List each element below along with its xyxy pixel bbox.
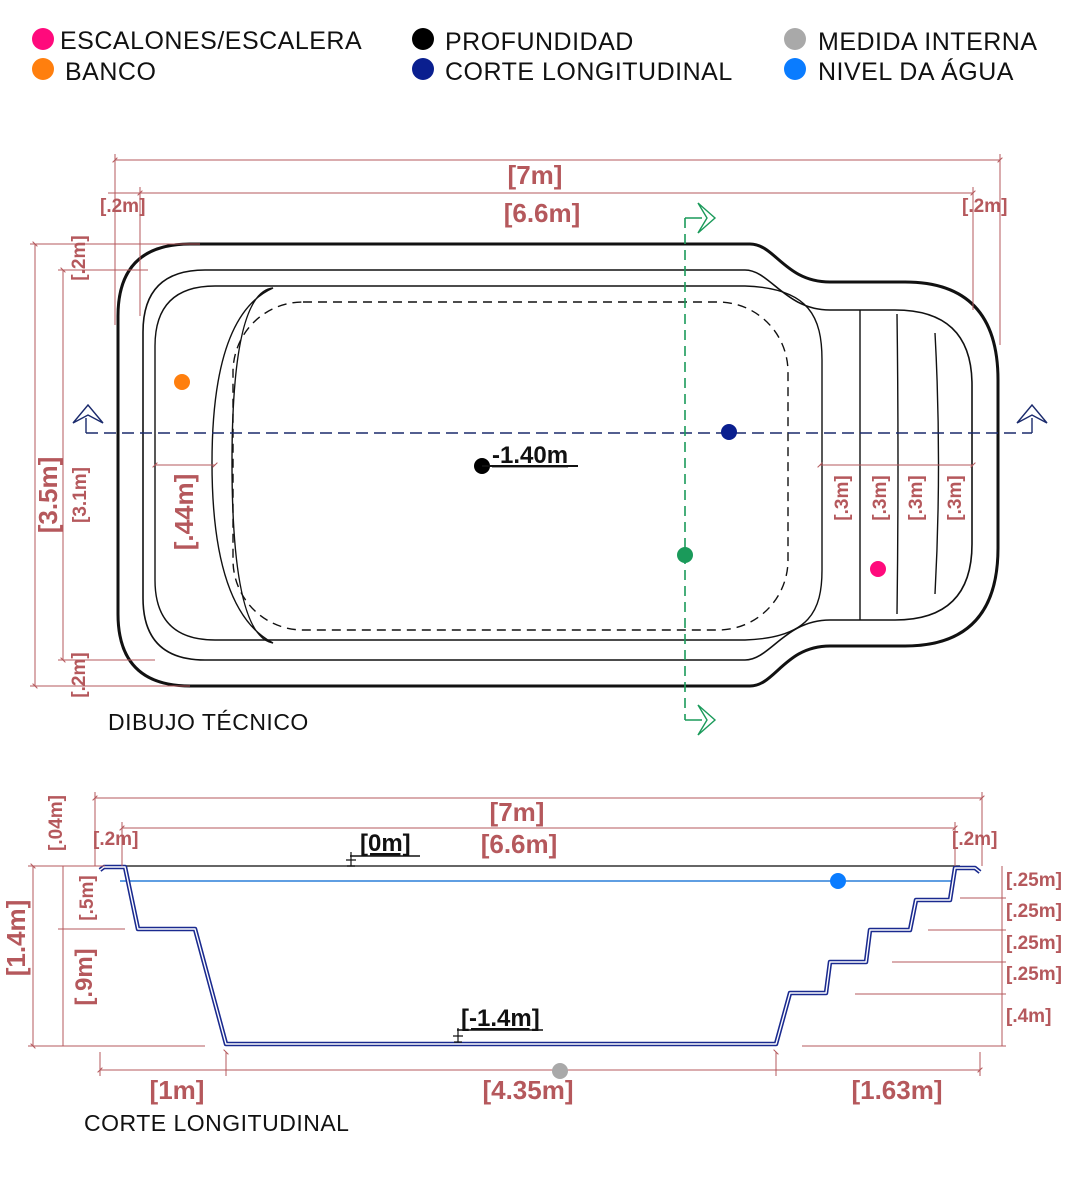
plan-dim-edge-top: [.2m] <box>69 235 90 280</box>
plan-dim-edge-right: [.2m] <box>962 196 1007 217</box>
plan-dim-internal-width: [3.1m] <box>70 467 91 523</box>
section-dim-total-depth: [1.4m] <box>1 900 31 977</box>
legend-label-banco: BANCO <box>65 58 156 86</box>
legend-label-corte: CORTE LONGITUDINAL <box>445 58 733 86</box>
plan-dim-step-4: [.3m] <box>945 475 966 520</box>
step-line-3 <box>934 332 940 595</box>
plan-dim-total-length: [7m] <box>508 160 563 190</box>
plan-view: -1.40m [7m] [6.6m] [.2m] [.2m] [3.5m] [3… <box>30 154 1048 736</box>
legend-dot-medida <box>784 28 806 50</box>
plan-dim-internal-length: [6.6m] <box>504 198 581 228</box>
legend-dot-corte <box>412 58 434 80</box>
section-dim-step-h1: [.25m] <box>1006 870 1062 891</box>
level-marker-top <box>346 852 356 867</box>
legend-item-escalones: ESCALONES/ESCALERA <box>32 27 362 55</box>
pool-coping-outline <box>142 269 973 661</box>
pool-outer-outline <box>116 242 1000 688</box>
marker-medida-interna <box>552 1063 568 1079</box>
legend-label-escalones: ESCALONES/ESCALERA <box>60 27 362 55</box>
legend-label-profundidad: PROFUNDIDAD <box>445 28 634 56</box>
marker-corte <box>721 424 737 440</box>
level-marker-bottom <box>453 1028 463 1043</box>
section-dim-edge-right: [.2m] <box>952 829 997 850</box>
section-dim-floor: [4.35m] <box>482 1075 573 1105</box>
marker-nivel <box>830 873 846 889</box>
plan-dim-step-1: [.3m] <box>832 475 853 520</box>
plan-dim-edge-bottom: [.2m] <box>69 652 90 697</box>
step-line-2 <box>896 313 899 615</box>
marker-banco <box>174 374 190 390</box>
legend: ESCALONES/ESCALERA BANCO PROFUNDIDAD COR… <box>32 27 1038 86</box>
legend-dot-profundidad <box>412 28 434 50</box>
section-dim-internal-length: [6.6m] <box>481 829 558 859</box>
section-dim-right-steps: [1.63m] <box>851 1075 942 1105</box>
section-dim-step-h3: [.25m] <box>1006 933 1062 954</box>
section-arrow-top <box>697 202 717 234</box>
marker-escalones <box>870 561 886 577</box>
plan-dim-step-3: [.3m] <box>906 475 927 520</box>
section-level-bottom: [-1.4m] <box>461 1005 540 1032</box>
section-caption: CORTE LONGITUDINAL <box>84 1110 349 1136</box>
legend-dot-escalones <box>32 28 54 50</box>
legend-item-banco: BANCO <box>32 58 156 86</box>
legend-dot-banco <box>32 58 54 80</box>
section-dim-bench-depth: [.5m] <box>77 875 98 920</box>
section-level-top: [0m] <box>360 830 411 857</box>
legend-item-medida: MEDIDA INTERNA <box>784 28 1038 56</box>
pool-inner-outline <box>154 285 823 641</box>
section-dim-step-h5: [.4m] <box>1006 1006 1051 1027</box>
plan-caption: DIBUJO TÉCNICO <box>108 709 309 735</box>
legend-item-profundidad: PROFUNDIDAD <box>412 28 634 56</box>
section-dim-left-slope: [1m] <box>150 1075 205 1105</box>
plan-dim-total-width: [3.5m] <box>33 457 63 534</box>
section-pool-wall <box>98 864 982 1047</box>
plan-depth-label: -1.40m <box>492 442 568 469</box>
legend-label-medida: MEDIDA INTERNA <box>818 28 1038 56</box>
section-view: [0m] [-1.4m] [7m] [6.6m] [.2m] [.2m] [1.… <box>1 792 1062 1136</box>
legend-dot-nivel <box>784 58 806 80</box>
section-arrow-bottom <box>697 704 717 736</box>
section-dim-lower-depth: [.9m] <box>71 948 98 1005</box>
section-dim-step-h4: [.25m] <box>1006 964 1062 985</box>
deep-area-outline <box>232 301 789 631</box>
plan-dim-step-2: [.3m] <box>870 475 891 520</box>
marker-cross <box>677 547 693 563</box>
section-dim-edge-left: [.2m] <box>93 829 138 850</box>
bench-outline <box>211 287 274 644</box>
plan-dim-bench: [.44m] <box>169 474 199 551</box>
section-arrow-right <box>1016 403 1048 433</box>
legend-label-nivel: NIVEL DA ÁGUA <box>818 57 1014 86</box>
legend-item-corte: CORTE LONGITUDINAL <box>412 58 733 86</box>
section-dim-step-h2: [.25m] <box>1006 901 1062 922</box>
plan-dim-edge-left: [.2m] <box>100 196 145 217</box>
section-dim-total-length: [7m] <box>490 797 545 827</box>
legend-item-nivel: NIVEL DA ÁGUA <box>784 57 1014 86</box>
section-arrow-left <box>72 403 104 433</box>
section-dim-coping: [.04m] <box>46 795 67 851</box>
